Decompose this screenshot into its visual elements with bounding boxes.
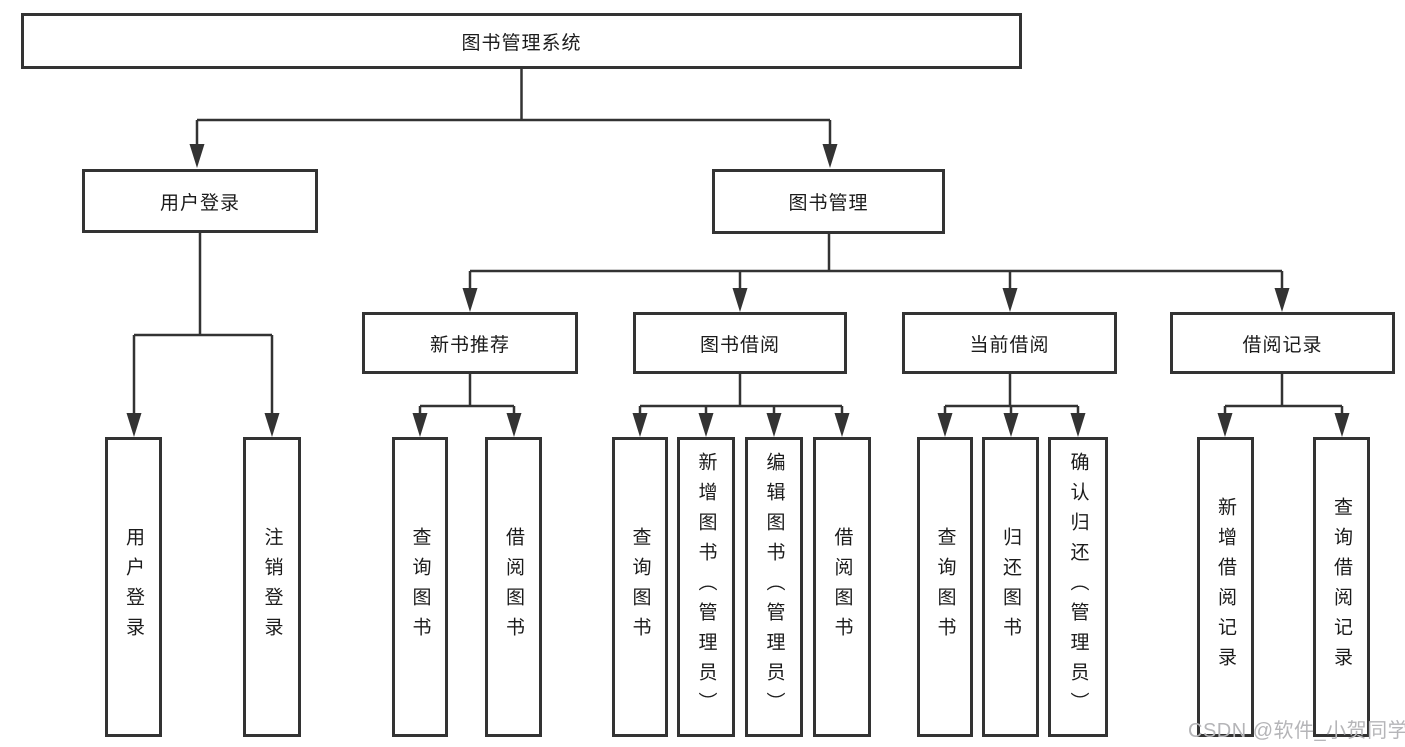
node-return-books-label: 归还图书 [1000,527,1021,647]
node-logout: 注销登录 [243,437,301,737]
node-current-borrowing-label: 当前借阅 [969,334,1050,356]
node-borrow-books-borrowing-label: 借阅图书 [831,527,853,647]
node-edit-book-admin-label: 编辑图书（管理员） [763,452,785,722]
node-borrow-books-recommend: 借阅图书 [485,437,542,737]
node-book-management: 图书管理 [712,169,945,234]
node-query-books-borrowing-label: 查询图书 [629,527,651,647]
node-book-borrowing-label: 图书借阅 [699,334,780,356]
node-query-borrow-record-label: 查询借阅记录 [1331,497,1352,677]
node-user-login-leaf: 用户登录 [105,437,162,737]
node-borrow-books-recommend-label: 借阅图书 [503,527,524,647]
node-return-books: 归还图书 [982,437,1039,737]
node-new-book-recommend: 新书推荐 [362,312,578,374]
node-query-borrow-record: 查询借阅记录 [1313,437,1370,737]
node-new-book-recommend-label: 新书推荐 [429,334,510,356]
node-logout-label: 注销登录 [261,527,283,647]
node-edit-book-admin: 编辑图书（管理员） [745,437,803,737]
node-add-borrow-record: 新增借阅记录 [1197,437,1254,737]
node-book-borrowing: 图书借阅 [633,312,847,374]
node-library-system: 图书管理系统 [21,13,1022,69]
node-user-login-leaf-label: 用户登录 [123,527,144,647]
node-confirm-return-admin-label: 确认归还（管理员） [1067,452,1089,722]
node-book-management-label: 图书管理 [788,193,869,214]
node-add-borrow-record-label: 新增借阅记录 [1215,497,1236,677]
node-user-login-label: 用户登录 [159,192,240,214]
node-borrow-books-borrowing: 借阅图书 [813,437,871,737]
node-query-books-current-label: 查询图书 [934,527,956,647]
node-query-books-recommend: 查询图书 [392,437,448,737]
node-add-book-admin-label: 新增图书（管理员） [695,452,717,722]
node-user-login: 用户登录 [82,169,318,233]
node-confirm-return-admin: 确认归还（管理员） [1048,437,1108,737]
node-query-books-recommend-label: 查询图书 [409,527,431,647]
node-borrow-records: 借阅记录 [1170,312,1395,374]
node-library-system-label: 图书管理系统 [461,32,582,54]
node-query-books-current: 查询图书 [917,437,973,737]
csdn-watermark: CSDN @软件_小贺同学 [1188,720,1405,742]
node-current-borrowing: 当前借阅 [902,312,1117,374]
node-add-book-admin: 新增图书（管理员） [677,437,735,737]
node-borrow-records-label: 借阅记录 [1242,334,1323,356]
arrowheads [126,144,1350,437]
node-query-books-borrowing: 查询图书 [612,437,668,737]
